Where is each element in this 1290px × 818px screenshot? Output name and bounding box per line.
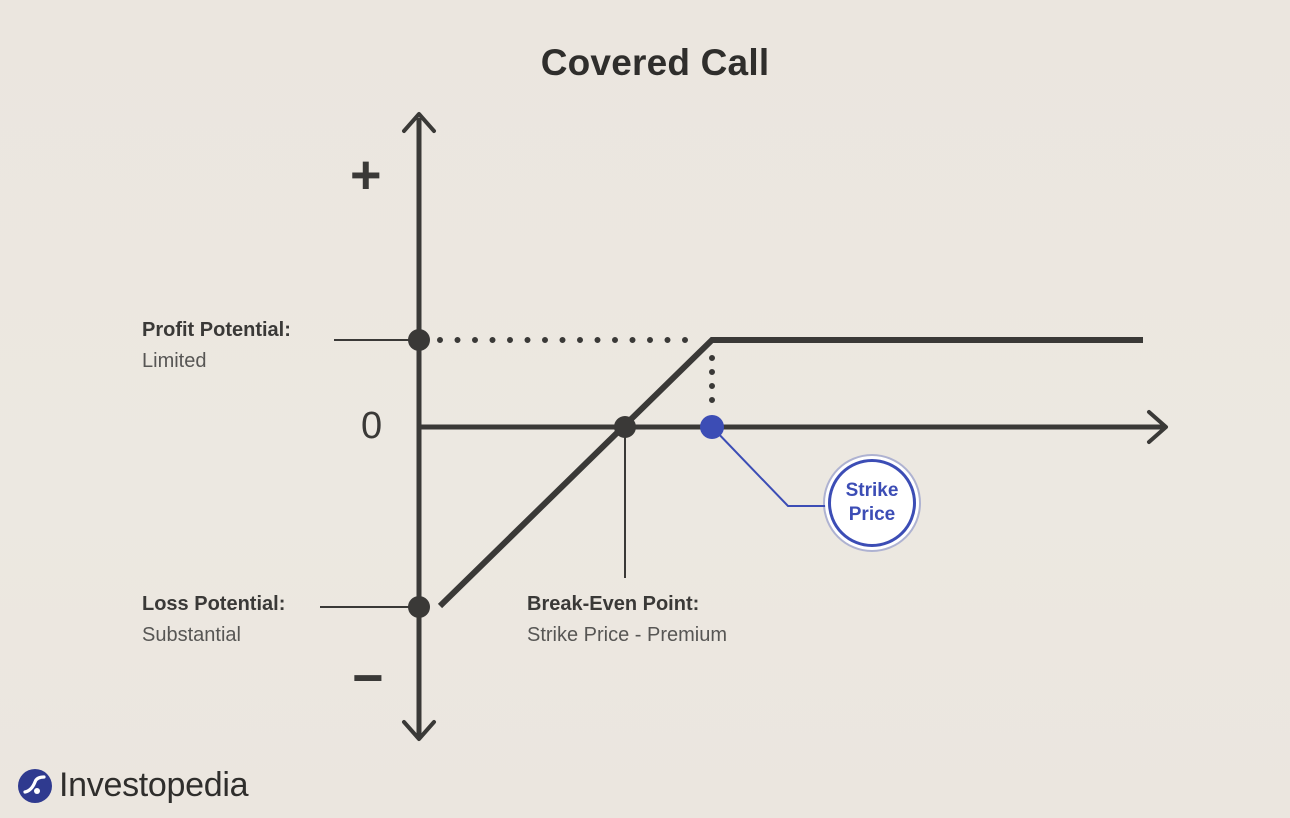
loss-potential-heading: Loss Potential: xyxy=(142,593,286,615)
strike-price-line1: Strike xyxy=(845,480,899,501)
investopedia-logo-text: Investopedia xyxy=(59,766,249,804)
loss-potential-value: Substantial xyxy=(142,624,241,646)
y-axis-arrow-down xyxy=(402,720,436,741)
investopedia-logo: Investopedia xyxy=(17,766,249,805)
diagram-title: Covered Call xyxy=(540,42,770,83)
profit-potential-value: Limited xyxy=(142,350,207,372)
strike-price-bubble: Strike Price xyxy=(828,459,916,547)
break-even-heading: Break-Even Point: xyxy=(527,593,700,615)
break-even-value: Strike Price - Premium xyxy=(527,624,728,646)
payoff-line xyxy=(437,337,1143,609)
plus-symbol: + xyxy=(350,145,382,205)
x-axis-arrow xyxy=(1147,410,1168,444)
strike-price-line2: Price xyxy=(848,504,896,525)
investopedia-logo-icon xyxy=(18,768,52,803)
y-axis-arrow-up xyxy=(402,112,436,133)
max-loss-marker xyxy=(408,596,430,618)
strike-leader-line xyxy=(711,426,830,507)
zero-symbol: 0 xyxy=(361,405,383,447)
break-even-marker xyxy=(614,416,636,438)
break-even-label: Break-Even Point: Strike Price - Premium xyxy=(527,589,727,651)
max-profit-marker xyxy=(408,329,430,351)
strike-price-marker xyxy=(700,415,724,439)
profit-potential-label: Profit Potential: Limited xyxy=(142,315,291,377)
profit-potential-heading: Profit Potential: xyxy=(142,319,291,341)
minus-symbol: − xyxy=(352,648,384,708)
loss-potential-label: Loss Potential: Substantial xyxy=(142,589,285,651)
